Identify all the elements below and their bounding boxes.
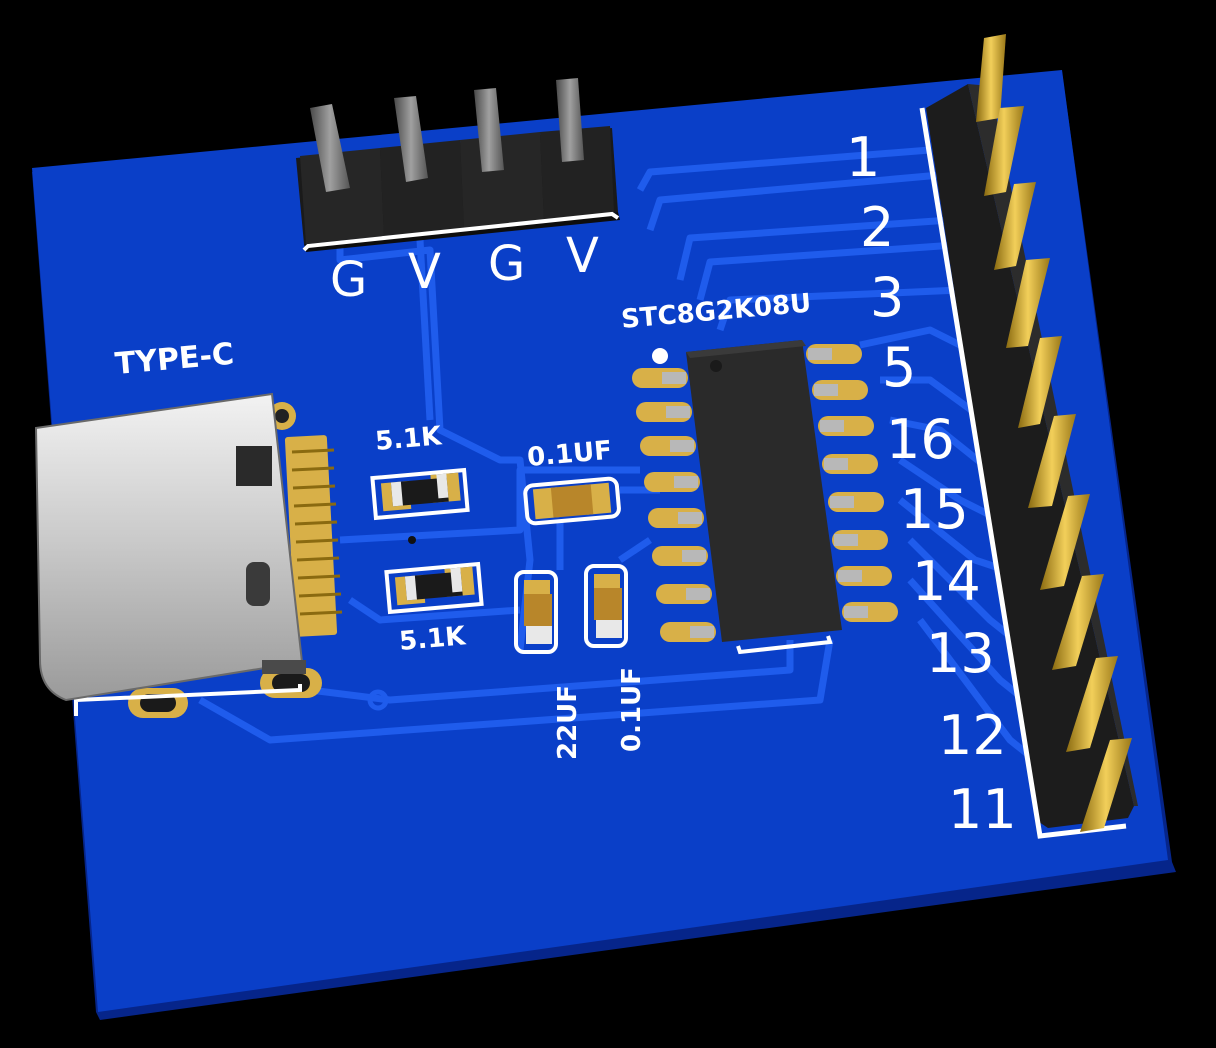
pcb-board	[32, 70, 1168, 1012]
power-pin-2	[394, 96, 428, 182]
chip-pin1-marker	[710, 360, 722, 372]
pin-header	[919, 34, 1138, 839]
capacitor-top	[523, 476, 621, 526]
pin-labels: 1 2 3 5 16 15 14 13 12 11	[846, 126, 1017, 841]
power-header	[296, 78, 620, 252]
capacitor-left	[514, 570, 558, 654]
pin-label-2: 2	[860, 196, 894, 259]
usb-c-connector	[34, 392, 343, 718]
pin-label-11: 11	[948, 778, 1017, 841]
pin-label-13: 13	[926, 622, 995, 685]
power-label-v2: V	[566, 228, 599, 284]
chip-orientation-dot	[652, 348, 668, 364]
header-pin-2	[984, 106, 1024, 196]
header-pin-4	[1006, 258, 1050, 348]
traces	[198, 146, 1038, 763]
gold-pins	[976, 34, 1132, 832]
power-labels: G V G V	[330, 228, 599, 308]
resistor-top-label: 5.1K	[374, 421, 443, 457]
chip-legs	[662, 348, 868, 638]
resistor-bottom-label: 5.1K	[398, 621, 467, 657]
capacitor-top-label: 0.1UF	[526, 436, 613, 473]
header-pin-9	[1066, 656, 1118, 752]
pin-label-3: 3	[870, 266, 904, 329]
vias	[367, 536, 416, 711]
mcu-chip	[632, 340, 898, 655]
usb-pad-lines	[291, 448, 343, 616]
power-pin-1	[310, 104, 350, 192]
capacitor-right	[584, 564, 628, 648]
header-pin-1	[976, 34, 1006, 122]
usb-shell	[34, 392, 304, 702]
pin-label-12: 12	[938, 704, 1007, 767]
header-pin-5	[1018, 336, 1062, 428]
header-pin-6	[1028, 414, 1076, 508]
header-pin-7	[1040, 494, 1090, 590]
header-pin-8	[1052, 574, 1104, 670]
pin-label-5: 5	[882, 336, 916, 399]
pin-label-14: 14	[912, 550, 981, 613]
resistor-top	[370, 467, 470, 521]
header-pin-10	[1080, 738, 1132, 832]
power-pin-4	[556, 78, 584, 162]
power-label-g2: G	[488, 236, 525, 292]
header-pin-3	[994, 182, 1036, 270]
pin-label-15: 15	[900, 478, 969, 541]
pin-label-1: 1	[846, 126, 880, 189]
chip-body	[686, 340, 842, 642]
capacitor-right-label: 0.1UF	[617, 667, 647, 752]
power-label-v1: V	[408, 244, 441, 300]
pin-label-16: 16	[886, 408, 955, 471]
capacitor-left-label: 22UF	[553, 685, 583, 760]
power-pin-3	[474, 88, 504, 172]
power-label-g1: G	[330, 252, 367, 308]
resistor-bottom	[384, 561, 484, 615]
